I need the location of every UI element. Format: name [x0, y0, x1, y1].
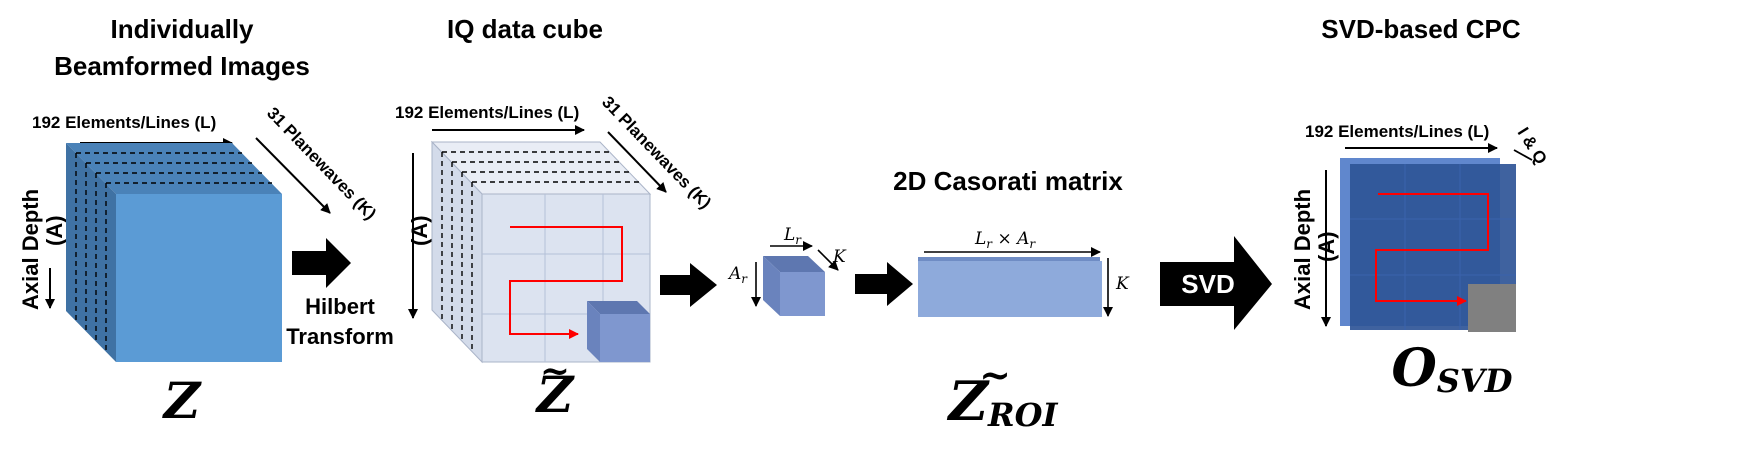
roi-cube-side	[763, 256, 780, 316]
casorati-k-label: K	[1115, 274, 1130, 294]
svd-arrow	[1160, 236, 1272, 330]
panel2-depth-label: (A)	[407, 215, 432, 246]
panel1-cube-side	[66, 143, 116, 362]
roi-cube-top	[763, 256, 825, 272]
panel2-lines-label: 192 Elements/Lines (L)	[395, 103, 579, 122]
panel1-planewaves-arrow	[255, 137, 331, 214]
panel2-roi-side	[587, 301, 600, 362]
cpc-iq-label: I & Q	[1514, 124, 1551, 168]
svd-step: SVD	[1160, 236, 1272, 330]
panel1-lines-label: 192 Elements/Lines (L)	[32, 113, 216, 132]
hilbert-label-line1: Hilbert	[305, 294, 375, 319]
cpc-depth-label-line1: Axial Depth	[1290, 189, 1315, 310]
panel2-slice-lines	[441, 151, 640, 350]
cpc-lines-label: 192 Elements/Lines (L)	[1305, 122, 1489, 141]
panel-casorati: 2D Casorati matrix Lr × Ar K ZROI ~	[893, 166, 1130, 434]
cpc-scan-path	[1375, 193, 1489, 306]
casorati-symbol: ZROI	[947, 369, 1059, 434]
cpc-title: SVD-based CPC	[1321, 14, 1521, 44]
svd-arrow-label: SVD	[1181, 269, 1234, 299]
panel1-title-line2: Beamformed Images	[54, 51, 310, 81]
casorati-title: 2D Casorati matrix	[893, 166, 1123, 196]
cpc-symbol: OSVD	[1392, 338, 1513, 400]
panel-roi: Lr K Ar	[727, 225, 847, 316]
panel-individual-images: Individually Beamformed Images 192 Eleme…	[18, 14, 380, 430]
roi-l-label: Lr	[783, 225, 802, 247]
arrow-to-casorati	[855, 262, 913, 306]
roi-k-arrow	[817, 249, 839, 271]
panel2-roi-front	[600, 314, 650, 362]
panel-iq-cube: IQ data cube 192 Elements/Lines (L) 31 P…	[395, 14, 715, 424]
casorati-matrix	[918, 261, 1102, 317]
casorati-width-label: Lr × Ar	[974, 229, 1036, 251]
panel1-cube-front	[116, 194, 282, 362]
casorati-matrix-top-edge	[918, 257, 1100, 261]
cpc-patch	[1468, 284, 1516, 332]
hilbert-label-line2: Transform	[286, 324, 394, 349]
hilbert-transform-step: Hilbert Transform	[286, 238, 394, 349]
panel1-slice-lines	[75, 152, 272, 351]
panel2-title: IQ data cube	[447, 14, 603, 44]
panel2-roi-top	[587, 301, 650, 314]
panel1-cube-top	[66, 143, 282, 194]
panel2-symbol-z: Z	[535, 365, 576, 424]
panel1-depth-label-line2: (A)	[42, 215, 67, 246]
roi-cube-front	[780, 272, 825, 316]
panel2-planewaves-arrow	[607, 131, 667, 193]
panel-svd-cpc: SVD-based CPC 192 Elements/Lines (L) I &…	[1290, 14, 1551, 400]
hilbert-arrow	[292, 238, 351, 288]
arrow-to-roi	[660, 263, 717, 307]
cpc-iq-line	[1513, 149, 1533, 161]
roi-k-label: K	[832, 247, 847, 267]
panel2-symbol-tilde: ~	[540, 350, 570, 392]
roi-a-label: Ar	[727, 264, 748, 286]
panel2-scan-path	[509, 226, 623, 339]
panel1-title-line1: Individually	[110, 14, 254, 44]
panel1-symbol-z: Z	[162, 371, 203, 430]
panel1-depth-label-line1: Axial Depth	[18, 189, 43, 310]
casorati-symbol-tilde: ~	[979, 352, 1011, 397]
